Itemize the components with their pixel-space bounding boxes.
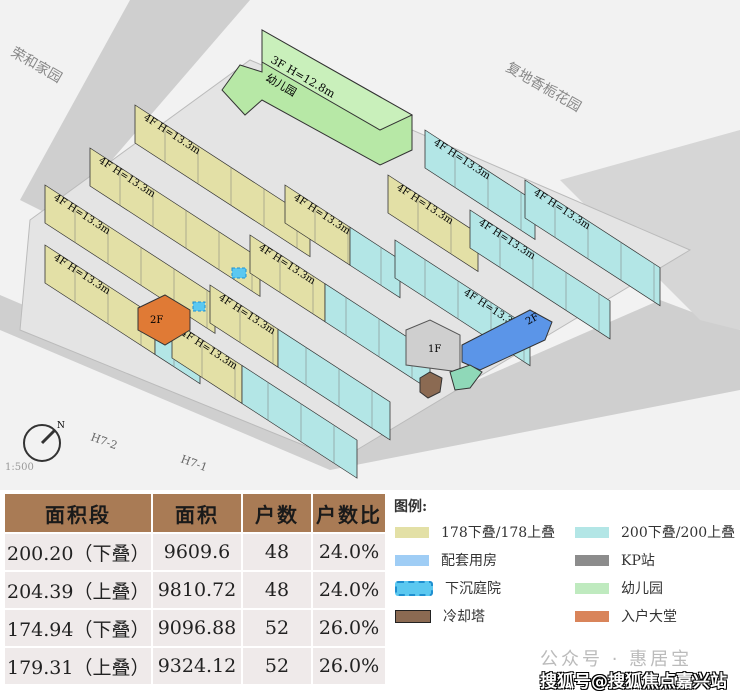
table-cell: 52 — [243, 648, 311, 684]
kindergarten-building: 3F H=12.8m 幼儿园 — [221, 29, 414, 166]
legend-label: 配套用房 — [441, 553, 497, 569]
watermark-sohu: 搜狐号@搜狐焦点嘉兴站 — [540, 672, 727, 692]
legend-item: KP站 — [575, 550, 655, 570]
legend: 图例: 178下叠/178上叠 200下叠/200上叠配套用房 KP站下沉庭院 幼儿园… — [390, 492, 740, 642]
legend-item: 入户大堂 — [575, 606, 677, 626]
legend-label: KP站 — [621, 553, 655, 569]
legend-swatch — [575, 526, 609, 538]
scale-label: 1:500 — [5, 462, 34, 473]
table-cell: 48 — [243, 572, 311, 608]
residential-building — [469, 209, 611, 340]
sunken-courtyard — [231, 267, 247, 279]
cooling-tower — [419, 371, 443, 399]
facility-building — [461, 309, 553, 371]
table-cell: 174.94（下叠） — [5, 610, 151, 646]
table-cell: 9096.88 — [153, 610, 241, 646]
legend-item: 配套用房 — [395, 550, 497, 570]
legend-label: 178下叠/178上叠 — [441, 525, 556, 541]
svg-text:N: N — [57, 421, 65, 431]
watermark-wechat: 公众号 · 惠居宝 — [540, 649, 693, 670]
legend-item: 下沉庭院 — [395, 578, 501, 598]
legend-item: 178下叠/178上叠 — [395, 522, 555, 542]
legend-swatch — [395, 580, 433, 596]
sunken-courtyard — [192, 301, 206, 312]
table-cell: 9609.6 — [153, 534, 241, 570]
legend-swatch — [395, 526, 429, 538]
residential-building — [524, 179, 661, 307]
header-ratio: 户数比 — [313, 494, 385, 532]
entrance-hall — [137, 294, 191, 346]
legend-swatch — [395, 554, 429, 566]
residential-building — [249, 234, 431, 391]
legend-label: 下沉庭院 — [445, 581, 501, 597]
legend-item: 幼儿园 — [575, 578, 663, 598]
table-cell: 179.31（上叠） — [5, 648, 151, 684]
table-cell: 204.39（上叠） — [5, 572, 151, 608]
legend-label: 200下叠/200上叠 — [621, 525, 736, 541]
header-area-range: 面积段 — [5, 494, 151, 532]
legend-label: 入户大堂 — [621, 609, 677, 625]
legend-swatch — [575, 554, 609, 566]
kp-label: 1F — [428, 344, 441, 355]
legend-swatch — [575, 610, 609, 622]
header-area: 面积 — [153, 494, 241, 532]
legend-item: 200下叠/200上叠 — [575, 522, 735, 542]
table-cell: 48 — [243, 534, 311, 570]
kindergarten-annex — [449, 364, 483, 391]
residential-building — [209, 284, 391, 441]
table-cell: 26.0% — [313, 648, 385, 684]
legend-item: 冷却塔 — [395, 606, 485, 626]
table-cell: 24.0% — [313, 572, 385, 608]
table-cell: 9810.72 — [153, 572, 241, 608]
header-units: 户数 — [243, 494, 311, 532]
site-plan-map: 荣和家园 复地香栀花园 3F H=12.8m 幼儿园 4F H=13.3m4F … — [0, 0, 740, 490]
north-arrow: N — [23, 421, 65, 462]
legend-label: 幼儿园 — [621, 581, 663, 597]
table-cell: 9324.12 — [153, 648, 241, 684]
table-cell: 200.20（下叠） — [5, 534, 151, 570]
table-cell: 52 — [243, 610, 311, 646]
residential-building — [171, 319, 358, 479]
kp-station — [405, 319, 461, 373]
table-cell: 26.0% — [313, 610, 385, 646]
legend-label: 冷却塔 — [443, 609, 485, 625]
legend-title: 图例: — [394, 499, 428, 515]
legend-swatch — [575, 582, 609, 594]
table-cell: 24.0% — [313, 534, 385, 570]
residential-building — [284, 184, 401, 299]
road-east — [560, 130, 740, 330]
legend-swatch — [395, 609, 431, 623]
entrance-hall-label: 2F — [150, 315, 163, 326]
